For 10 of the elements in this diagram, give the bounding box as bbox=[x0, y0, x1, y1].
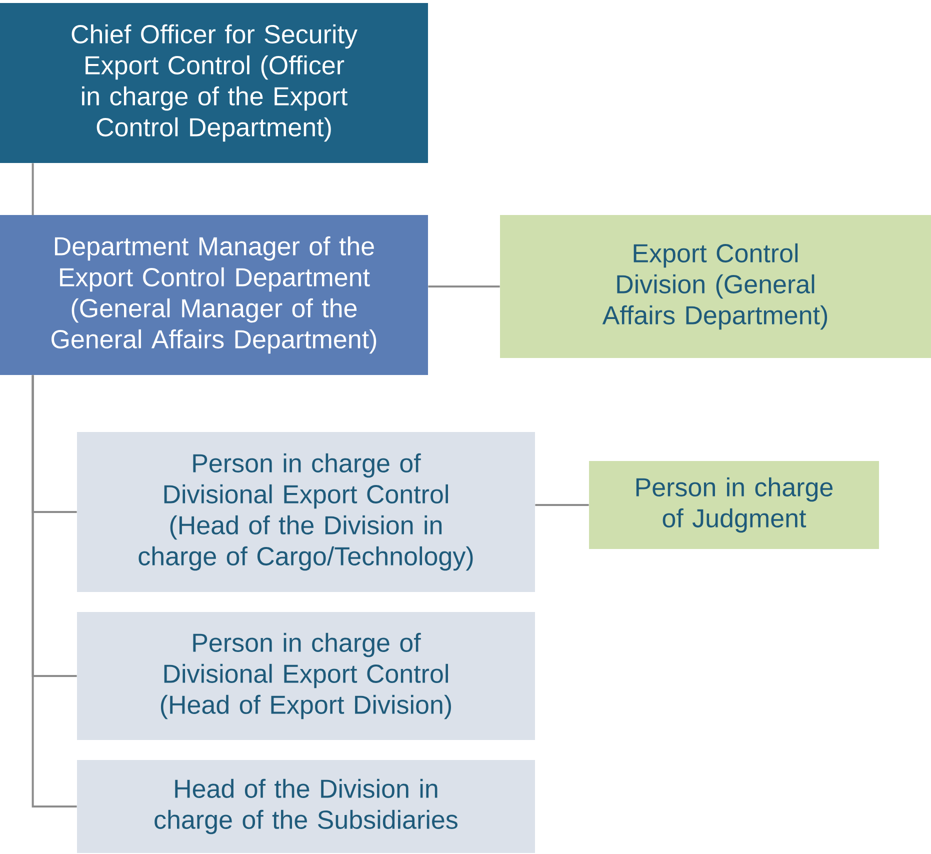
top-officer-box: Chief Officer for Security Export Control (Officer in charge of the Export Control Department) bbox=[0, 3, 428, 163]
person-box: Person in charge of Divisional Export Control (Head of the Division in charge of Cargo/Technology) bbox=[77, 432, 535, 592]
person-box: Person in charge of Divisional Export Control (Head of Export Division) bbox=[77, 612, 535, 740]
division-box: Export Control Division (General Affairs Department) bbox=[500, 215, 931, 358]
division-box: Person in charge of Judgment bbox=[589, 461, 879, 549]
connector-line bbox=[32, 375, 77, 808]
connector-line bbox=[535, 504, 589, 506]
manager-box: Department Manager of the Export Control Department (General Manager of the General Affairs Department) bbox=[0, 215, 428, 375]
connector-line bbox=[428, 286, 500, 288]
person-box: Head of the Division in charge of the Subsidiaries bbox=[77, 760, 535, 853]
